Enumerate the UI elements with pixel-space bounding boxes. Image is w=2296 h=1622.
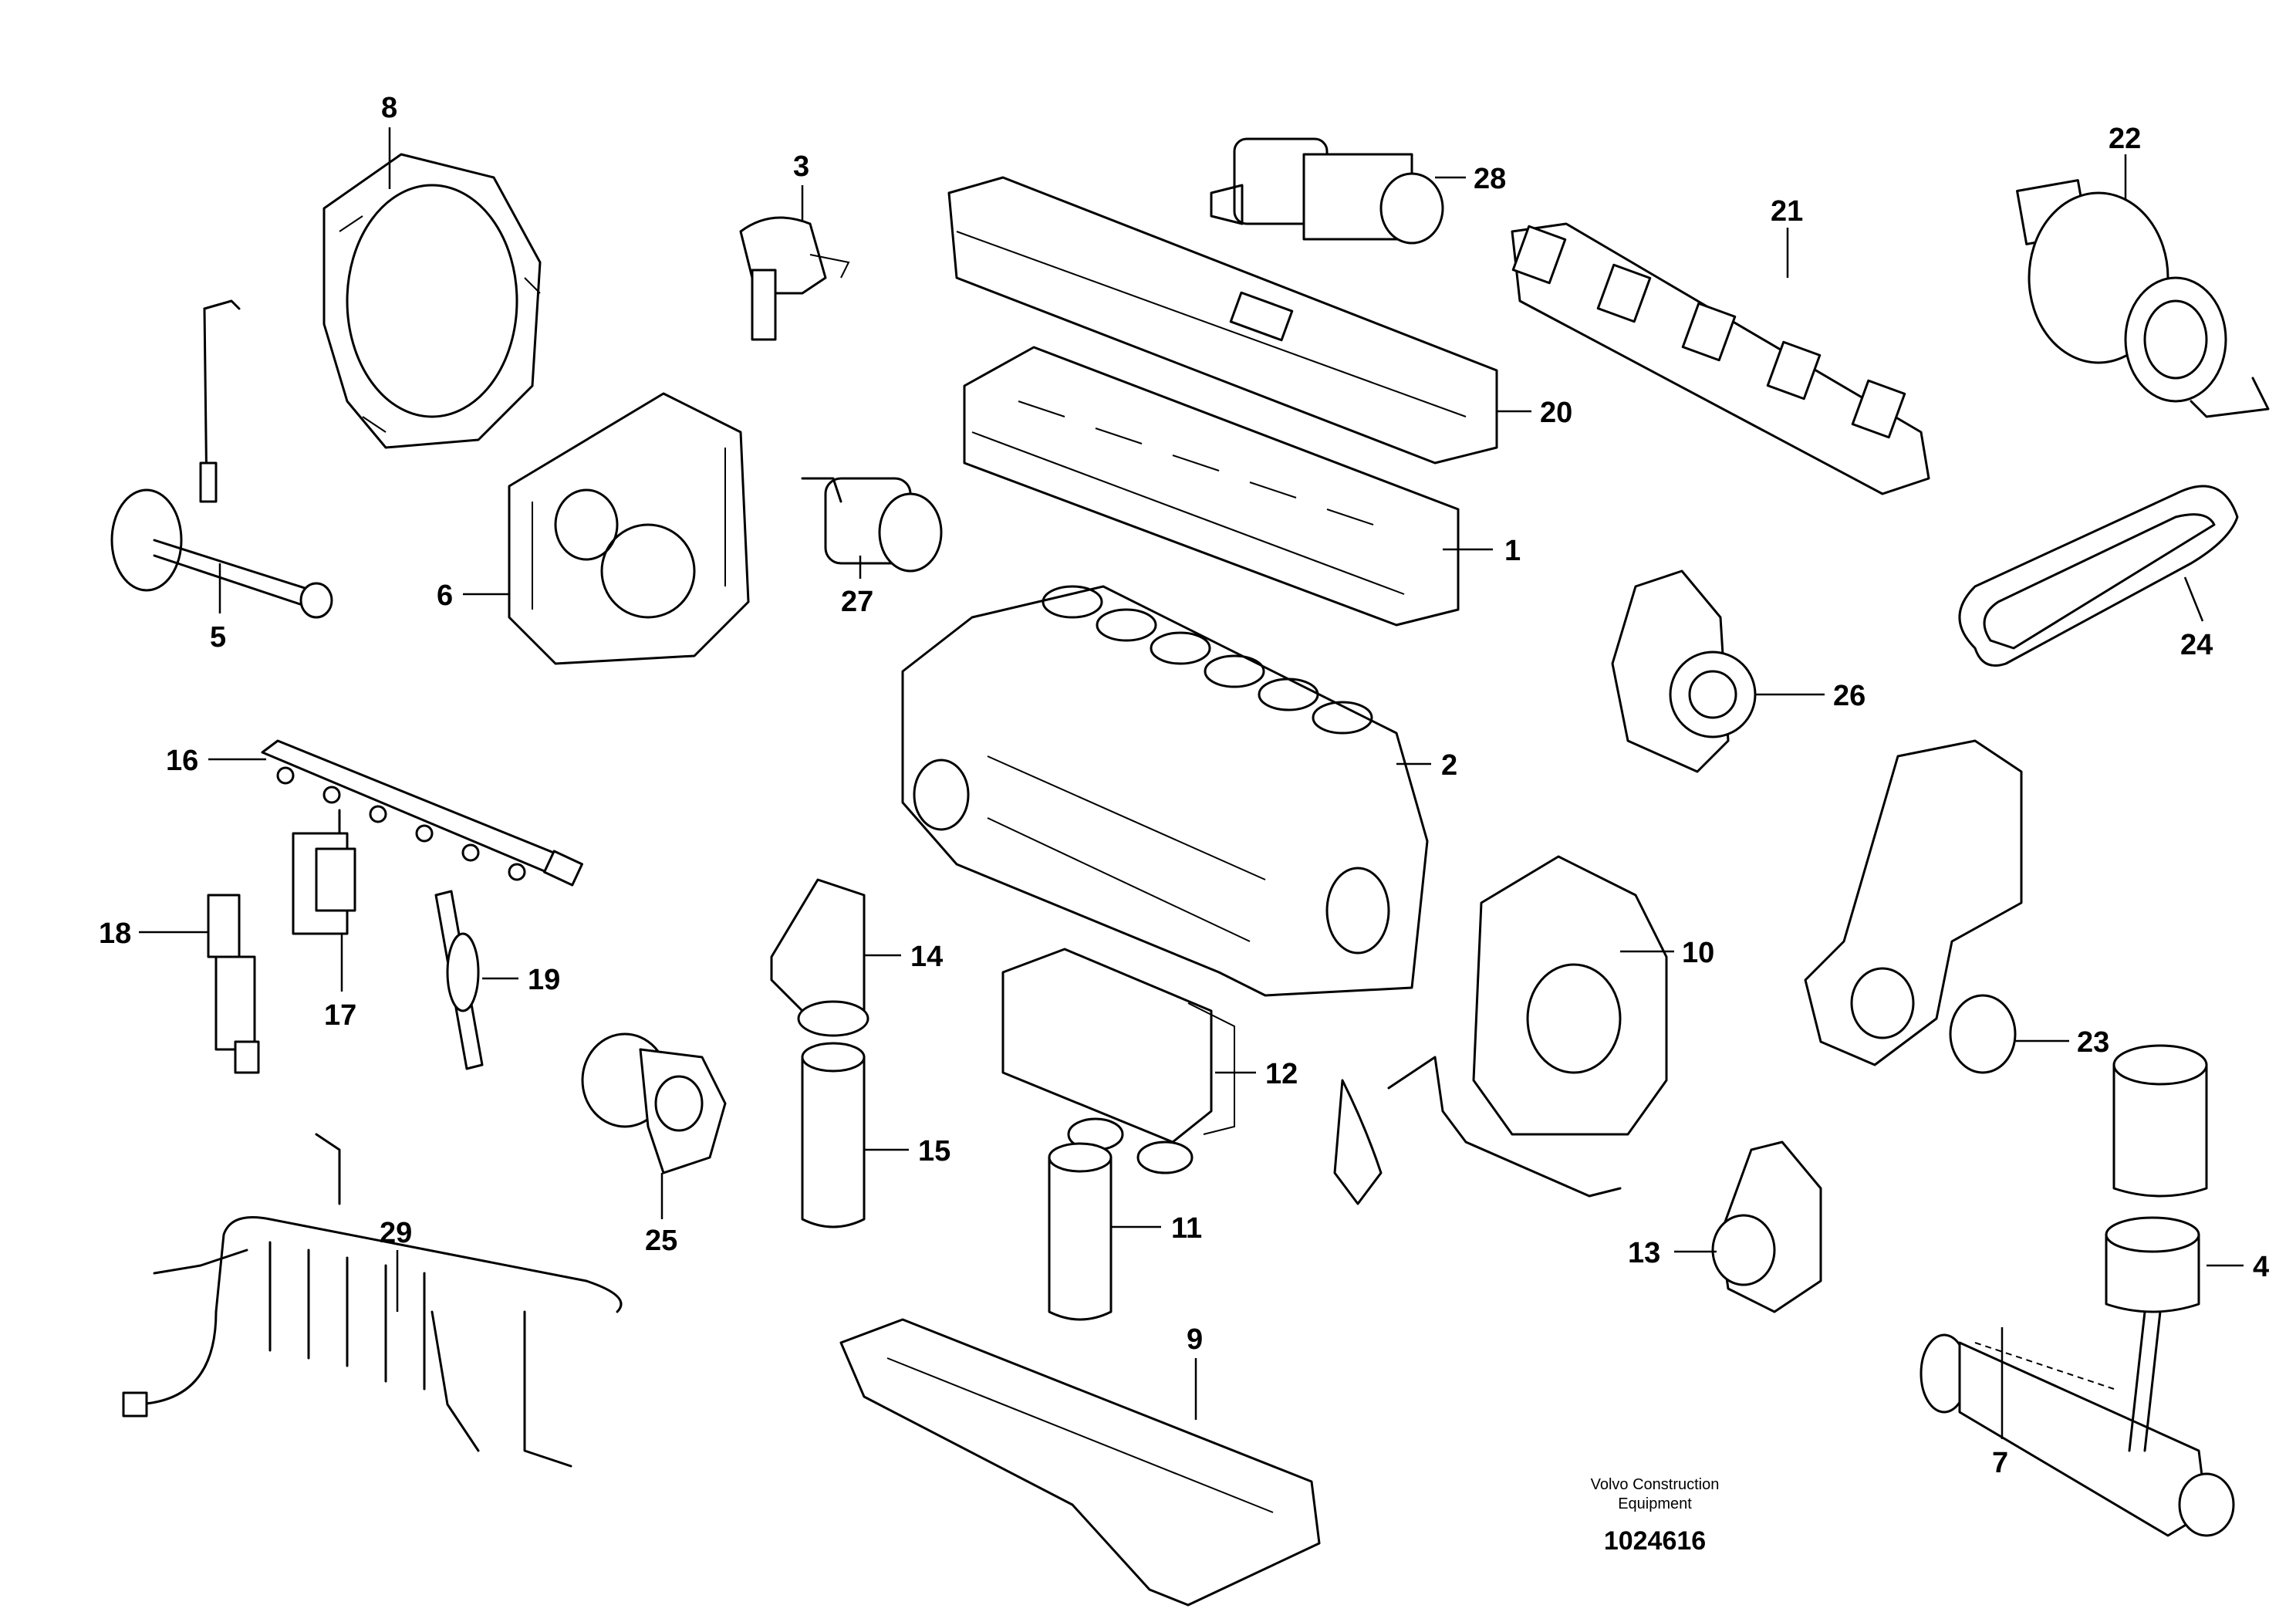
callout-4: 4 <box>2253 1251 2269 1283</box>
callout-26: 26 <box>1833 680 1866 712</box>
callout-labels: 1 2 3 4 5 6 7 8 9 10 11 12 13 14 15 16 1… <box>99 92 2269 1479</box>
sensor-valve <box>739 216 850 341</box>
callout-11: 11 <box>1171 1212 1202 1245</box>
turbocharger <box>2016 179 2270 418</box>
callout-22: 22 <box>2109 123 2141 155</box>
callout-21: 21 <box>1771 195 1803 228</box>
callout-19: 19 <box>528 964 560 996</box>
fuel-injector-19 <box>434 890 484 1070</box>
alternator <box>1611 569 1757 773</box>
drive-belt <box>1958 485 2239 667</box>
drawing-number: 1024616 <box>1604 1526 1706 1556</box>
flywheel-housing <box>322 153 542 449</box>
callout-2: 2 <box>1441 749 1457 782</box>
callout-10: 10 <box>1682 937 1714 969</box>
oil-cooler <box>1001 948 1235 1174</box>
callout-18: 18 <box>99 917 131 950</box>
callout-20: 20 <box>1540 397 1572 429</box>
callout-23: 23 <box>2077 1026 2109 1059</box>
callout-6: 6 <box>437 580 453 612</box>
callout-3: 3 <box>793 150 809 183</box>
cylinder-block <box>901 585 1429 997</box>
callout-15: 15 <box>918 1135 950 1168</box>
callout-1: 1 <box>1504 535 1521 567</box>
wiring-harness <box>122 1133 623 1468</box>
callout-14: 14 <box>910 941 943 973</box>
callout-13: 13 <box>1628 1237 1660 1269</box>
callout-27: 27 <box>841 586 873 618</box>
timing-gear-casing <box>508 392 750 665</box>
thermostat-housing <box>1804 739 2023 1074</box>
pressure-regulator <box>292 809 356 935</box>
crankshaft <box>1920 1310 2235 1537</box>
credit-line-2: Equipment <box>1618 1495 1692 1512</box>
intake-manifold <box>947 176 1498 465</box>
leader-lines <box>139 127 2244 1439</box>
callout-24: 24 <box>2180 629 2213 661</box>
credit-line-1: Volvo Construction <box>1591 1476 1720 1493</box>
cylinder-liner <box>2112 1044 2208 1198</box>
fuel-pump <box>581 1032 727 1174</box>
callout-5: 5 <box>210 621 226 654</box>
callout-17: 17 <box>324 999 356 1032</box>
camshaft <box>110 299 333 619</box>
callout-8: 8 <box>381 92 397 124</box>
callout-12: 12 <box>1265 1058 1298 1090</box>
callout-25: 25 <box>645 1225 677 1257</box>
front-cover <box>1333 855 1668 1205</box>
fuel-injector-18 <box>207 894 260 1074</box>
bracket <box>1711 1140 1822 1313</box>
oil-pan <box>839 1318 1321 1607</box>
callout-28: 28 <box>1474 163 1506 195</box>
exhaust-manifold <box>1511 222 1930 495</box>
oil-filter <box>1048 1142 1113 1321</box>
fuel-rail <box>261 739 583 887</box>
cylinder-head <box>963 346 1460 627</box>
callout-7: 7 <box>1992 1447 2008 1479</box>
callout-16: 16 <box>166 745 198 777</box>
filter-head <box>770 878 869 1037</box>
callout-29: 29 <box>380 1217 412 1249</box>
actuator-unit <box>1210 137 1444 245</box>
fuel-filter <box>801 1042 866 1228</box>
piston <box>2105 1216 2200 1313</box>
callout-9: 9 <box>1187 1323 1203 1356</box>
starter-motor <box>801 477 943 573</box>
